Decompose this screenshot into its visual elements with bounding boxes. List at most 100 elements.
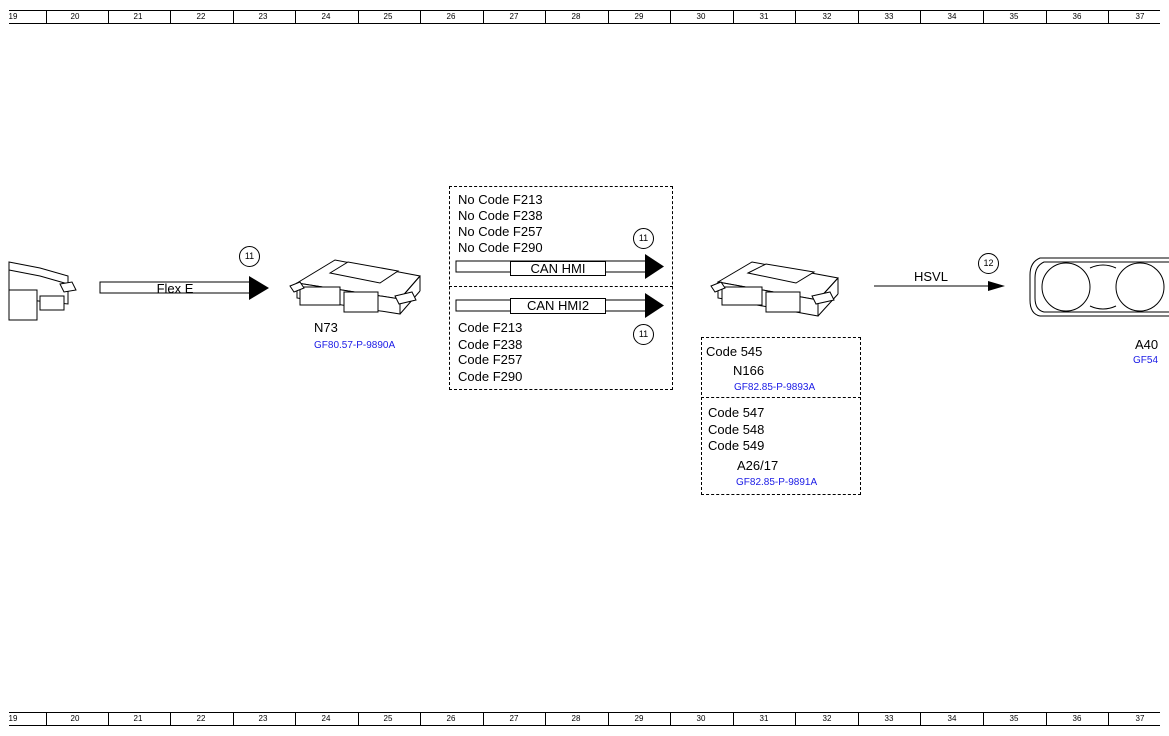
ruler-tick — [1046, 713, 1047, 725]
ruler-tick — [670, 713, 671, 725]
ruler-number: 34 — [947, 714, 957, 723]
n73-label: N73 — [314, 320, 338, 335]
can-hmi2-arrowhead — [645, 293, 664, 318]
ruler-tick — [108, 713, 109, 725]
ruler-tick — [858, 11, 859, 23]
can-variant-divider — [449, 286, 673, 287]
ruler-tick — [920, 11, 921, 23]
variant-code: Code F290 — [458, 369, 523, 384]
ruler-number: 36 — [1072, 12, 1082, 21]
ruler-tick — [608, 11, 609, 23]
ruler-tick — [545, 713, 546, 725]
ruler-number: 21 — [133, 714, 143, 723]
ruler-number: 29 — [634, 714, 644, 723]
ruler-number: 33 — [884, 12, 894, 21]
ruler-number: 20 — [70, 714, 80, 723]
ruler-tick — [795, 713, 796, 725]
ruler-number: 27 — [509, 12, 519, 21]
can-variant-box — [449, 186, 673, 390]
variant-code: No Code F257 — [458, 224, 543, 239]
ruler-tick — [483, 713, 484, 725]
ruler-tick — [295, 713, 296, 725]
ruler-tick — [733, 11, 734, 23]
ruler-number: 19 — [8, 12, 18, 21]
ruler-number: 24 — [321, 12, 331, 21]
hsvl-label: HSVL — [914, 269, 948, 284]
ruler-tick — [1046, 11, 1047, 23]
hsvl-arrowhead — [988, 281, 1005, 291]
ruler-number: 23 — [258, 714, 268, 723]
ruler-number: 32 — [822, 12, 832, 21]
ruler-number: 19 — [8, 714, 18, 723]
n166-document-link[interactable]: GF82.85-P-9893A — [734, 382, 816, 393]
ruler-tick — [420, 713, 421, 725]
ruler-tick — [983, 713, 984, 725]
ruler-tick — [920, 713, 921, 725]
ruler-tick — [358, 11, 359, 23]
ruler-tick — [483, 11, 484, 23]
ruler-tick — [545, 11, 546, 23]
ruler-number: 32 — [822, 714, 832, 723]
ruler-tick — [795, 11, 796, 23]
a40-label: A40 — [1135, 337, 1159, 352]
flex-e-arrowhead — [249, 276, 269, 300]
variant-code: No Code F238 — [458, 208, 543, 223]
ruler-number: 31 — [759, 714, 769, 723]
ruler-number: 36 — [1072, 714, 1082, 723]
ruler-number: 37 — [1135, 12, 1145, 21]
control-unit-partial-icon — [8, 261, 77, 321]
ruler-number: 29 — [634, 12, 644, 21]
ruler-tick — [420, 11, 421, 23]
can-hmi-label: CAN HMI — [510, 261, 606, 276]
unit-variant-box — [701, 337, 861, 495]
flex-e-ref-circle: 11 — [239, 246, 260, 267]
ruler-number: 26 — [446, 714, 456, 723]
ruler-number: 28 — [571, 714, 581, 723]
ruler-number: 31 — [759, 12, 769, 21]
ruler-number: 22 — [196, 12, 206, 21]
a26-17-label: A26/17 — [737, 458, 779, 473]
ruler-number: 27 — [509, 714, 519, 723]
ruler-number: 25 — [383, 12, 393, 21]
flex-e-label: Flex E — [156, 281, 194, 296]
ruler-number: 34 — [947, 12, 957, 21]
variant-code: Code 549 — [708, 438, 765, 453]
can-hmi2-label: CAN HMI2 — [510, 298, 606, 314]
variant-code: Code F238 — [458, 337, 523, 352]
ruler-number: 30 — [696, 12, 706, 21]
ruler-number: 23 — [258, 12, 268, 21]
ruler-tick — [170, 713, 171, 725]
ruler-tick — [670, 11, 671, 23]
instrument-cluster-icon — [1029, 257, 1169, 317]
n166-label: N166 — [733, 363, 765, 378]
variant-code: Code F213 — [458, 320, 523, 335]
n73-document-link[interactable]: GF80.57-P-9890A — [314, 340, 396, 351]
a40-document-link[interactable]: GF54 — [1133, 355, 1159, 366]
flex-e-connection — [99, 276, 269, 300]
ruler-tick — [170, 11, 171, 23]
variant-code: Code 545 — [706, 344, 763, 359]
ruler-tick — [1108, 11, 1109, 23]
can-hmi-arrowhead — [645, 254, 664, 279]
ruler-tick — [1108, 713, 1109, 725]
n166-a26-control-unit-icon — [710, 261, 839, 317]
ruler-number: 20 — [70, 12, 80, 21]
ruler-tick — [358, 713, 359, 725]
variant-code: Code F257 — [458, 352, 523, 367]
n73-control-unit-icon — [289, 259, 421, 315]
ruler-tick — [858, 713, 859, 725]
can-hmi-ref-circle: 11 — [633, 228, 654, 249]
hsvl-ref-circle: 12 — [978, 253, 999, 274]
ruler-number: 21 — [133, 12, 143, 21]
ruler-tick — [46, 713, 47, 725]
ruler-tick — [233, 11, 234, 23]
variant-code: No Code F290 — [458, 240, 543, 255]
ruler-number: 35 — [1009, 12, 1019, 21]
ruler-number: 33 — [884, 714, 894, 723]
ruler-number: 30 — [696, 714, 706, 723]
ruler-tick — [733, 713, 734, 725]
ruler-number: 24 — [321, 714, 331, 723]
ruler-number: 28 — [571, 12, 581, 21]
ruler-number: 26 — [446, 12, 456, 21]
a26-17-document-link[interactable]: GF82.85-P-9891A — [736, 477, 818, 488]
